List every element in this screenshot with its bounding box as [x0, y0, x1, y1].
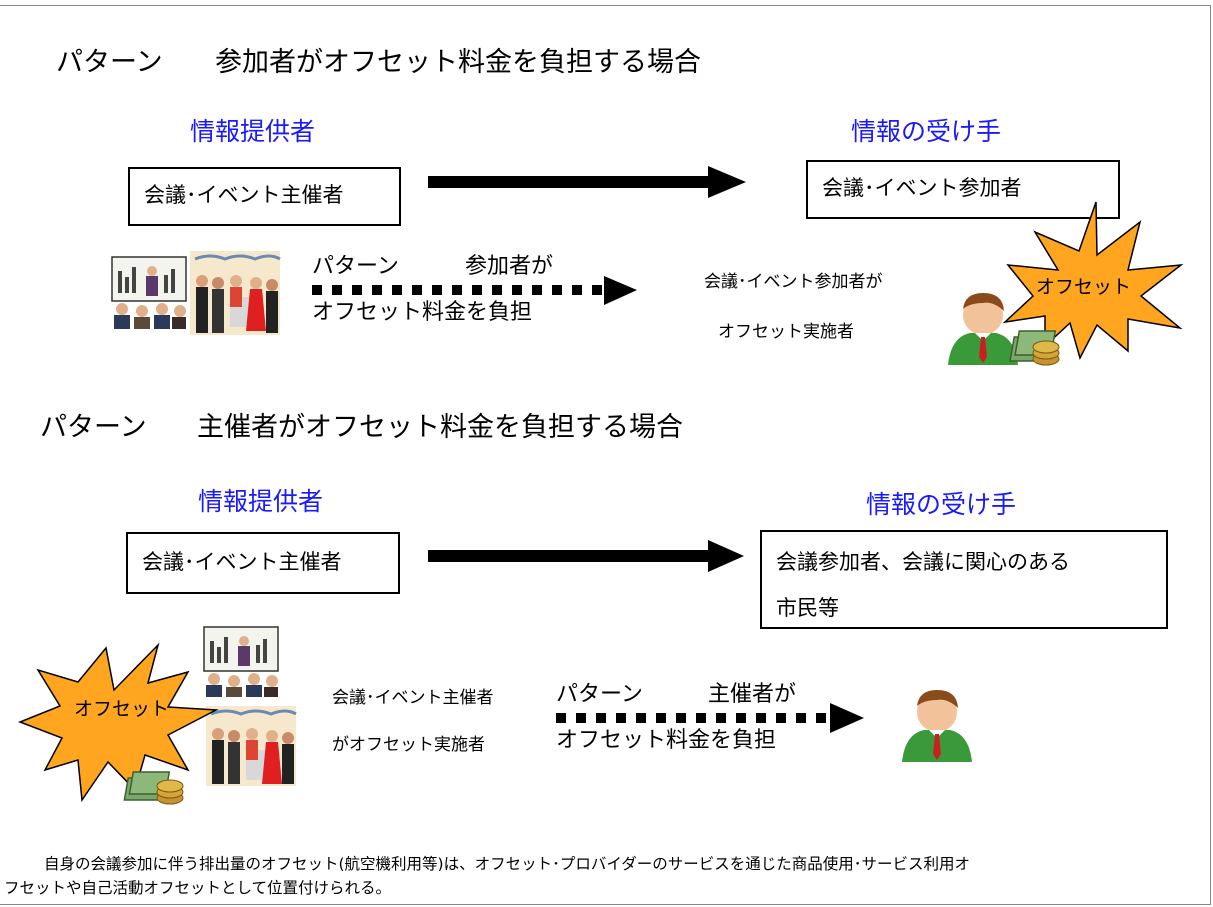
pattern2-receiver-label: 情報の受け手 — [866, 490, 1017, 519]
pattern1-title-left: パターン — [56, 47, 163, 78]
pattern1-receiver-box: 会議･イベント参加者 — [806, 160, 1120, 219]
pattern2-implementer-line2: がオフセット実施者 — [332, 735, 485, 755]
pattern2-receiver-box: 会議参加者、会議に関心のある 市民等 — [760, 530, 1168, 629]
pattern1-dotted-label-bottom: オフセット料金を負担 — [312, 300, 533, 325]
pattern1-dotted-label-left: パターン — [312, 254, 399, 279]
pattern2-provider-box: 会議･イベント主催者 — [126, 532, 400, 594]
pattern1-provider-box: 会議･イベント主催者 — [128, 167, 401, 226]
pattern2-dotted-arrow — [556, 703, 864, 733]
starburst — [1002, 201, 1184, 361]
footnote: 自身の会議参加に伴う排出量のオフセット(航空機利用等)は、オフセット･プロバイダ… — [4, 852, 1204, 900]
pattern1-title: 参加者がオフセット料金を負担する場合 — [215, 47, 701, 78]
pattern2-receiver-box-line2: 市民等 — [776, 596, 839, 620]
pattern1-dotted-arrow — [312, 276, 637, 305]
footnote-line1: 自身の会議参加に伴う排出量のオフセット(航空機利用等)は、オフセット･プロバイダ… — [44, 855, 970, 873]
pattern1-receiver-box-text: 会議･イベント参加者 — [822, 176, 1022, 200]
starburst — [17, 642, 219, 803]
pattern1-solid-arrow — [428, 166, 746, 198]
money-icon — [123, 771, 184, 805]
pattern2-implementer-line1: 会議･イベント主催者 — [332, 688, 494, 708]
pattern2-title: 主催者がオフセット料金を負担する場合 — [197, 412, 683, 443]
pattern1-receiver-label: 情報の受け手 — [851, 117, 1002, 146]
pattern1-provider-box-text: 会議･イベント主催者 — [144, 183, 344, 207]
pattern2-receiver-box-line1: 会議参加者、会議に関心のある — [776, 550, 1070, 574]
pattern2-title-left: パターン — [40, 412, 147, 443]
pattern1-star-label: オフセット — [1036, 276, 1132, 298]
presentation-clipart — [203, 626, 279, 697]
diagram-frame — [0, 5, 1211, 905]
pattern1-provider-label: 情報提供者 — [190, 117, 316, 146]
person-icon — [902, 690, 972, 762]
pattern2-star-label: オフセット — [74, 698, 170, 720]
presentation-clipart — [111, 256, 187, 329]
footnote-line2: フセットや自己活動オフセットとして位置付けられる。 — [4, 879, 392, 897]
pattern2-dotted-label-right: 主催者が — [708, 682, 797, 707]
party-clipart — [206, 706, 297, 786]
pattern2-solid-arrow — [428, 540, 744, 572]
pattern2-dotted-label-left: パターン — [556, 682, 643, 707]
pattern2-provider-box-text: 会議･イベント主催者 — [142, 550, 342, 574]
party-clipart — [190, 251, 281, 335]
pattern2-provider-label: 情報提供者 — [198, 487, 324, 516]
money-icon — [1009, 330, 1060, 366]
pattern2-dotted-label-bottom: オフセット料金を負担 — [556, 728, 777, 753]
pattern1-dotted-label-right: 参加者が — [465, 254, 554, 279]
pattern1-implementer-line2: オフセット実施者 — [718, 322, 854, 342]
person-icon — [948, 293, 1018, 365]
pattern1-implementer-line1: 会議･イベント参加者が — [704, 272, 883, 292]
